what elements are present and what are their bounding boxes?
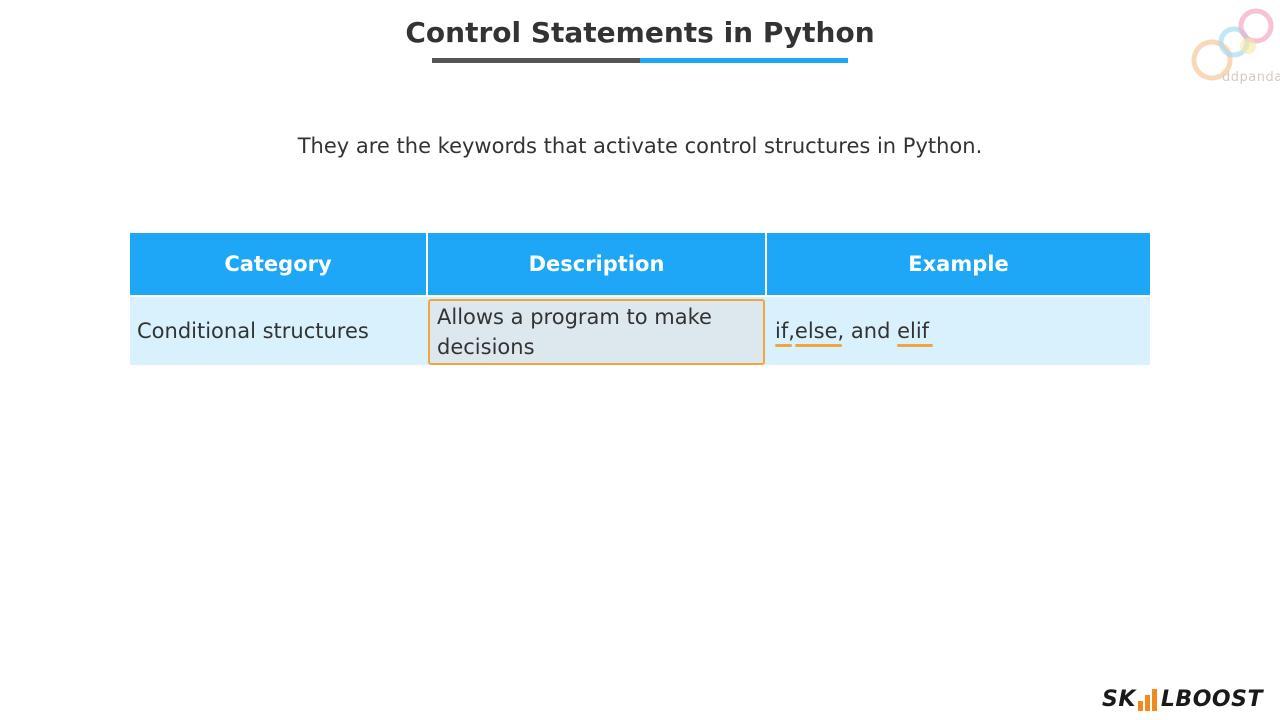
- page-title: Control Statements in Python: [405, 16, 875, 49]
- header-category: Category: [130, 233, 428, 295]
- cell-category: Conditional structures: [137, 319, 369, 343]
- brand-text-left: SK: [1102, 686, 1136, 712]
- cell-description-highlighted: Allows a program to make decisions: [428, 299, 765, 365]
- keyword-elif: elif: [897, 319, 934, 347]
- control-statements-table: Category Description Example Conditional…: [130, 233, 1150, 365]
- title-underline-blue: [640, 58, 848, 63]
- subtitle: They are the keywords that activate cont…: [297, 134, 983, 158]
- ddpanda-logo-text: ddpanda: [1222, 70, 1280, 85]
- title-underline: [432, 58, 848, 63]
- header-description: Description: [428, 233, 767, 295]
- skillboost-logo: SK LBOOST: [1102, 684, 1263, 714]
- brand-bars-icon: [1137, 687, 1159, 711]
- cell-example: if, else, and elif: [767, 297, 1150, 365]
- title-underline-dark: [432, 58, 640, 63]
- keyword-else: else: [794, 319, 842, 347]
- brand-text-right: LBOOST: [1160, 686, 1263, 712]
- keyword-if: if: [775, 319, 793, 347]
- table-row: Conditional structures Allows a program …: [130, 297, 1150, 365]
- example-separator: , and: [837, 319, 898, 343]
- ddpanda-logo-icon: [1191, 8, 1274, 81]
- example-separator: ,: [788, 319, 795, 343]
- header-example: Example: [908, 252, 1009, 276]
- table-header: Category Description Example: [130, 233, 1150, 295]
